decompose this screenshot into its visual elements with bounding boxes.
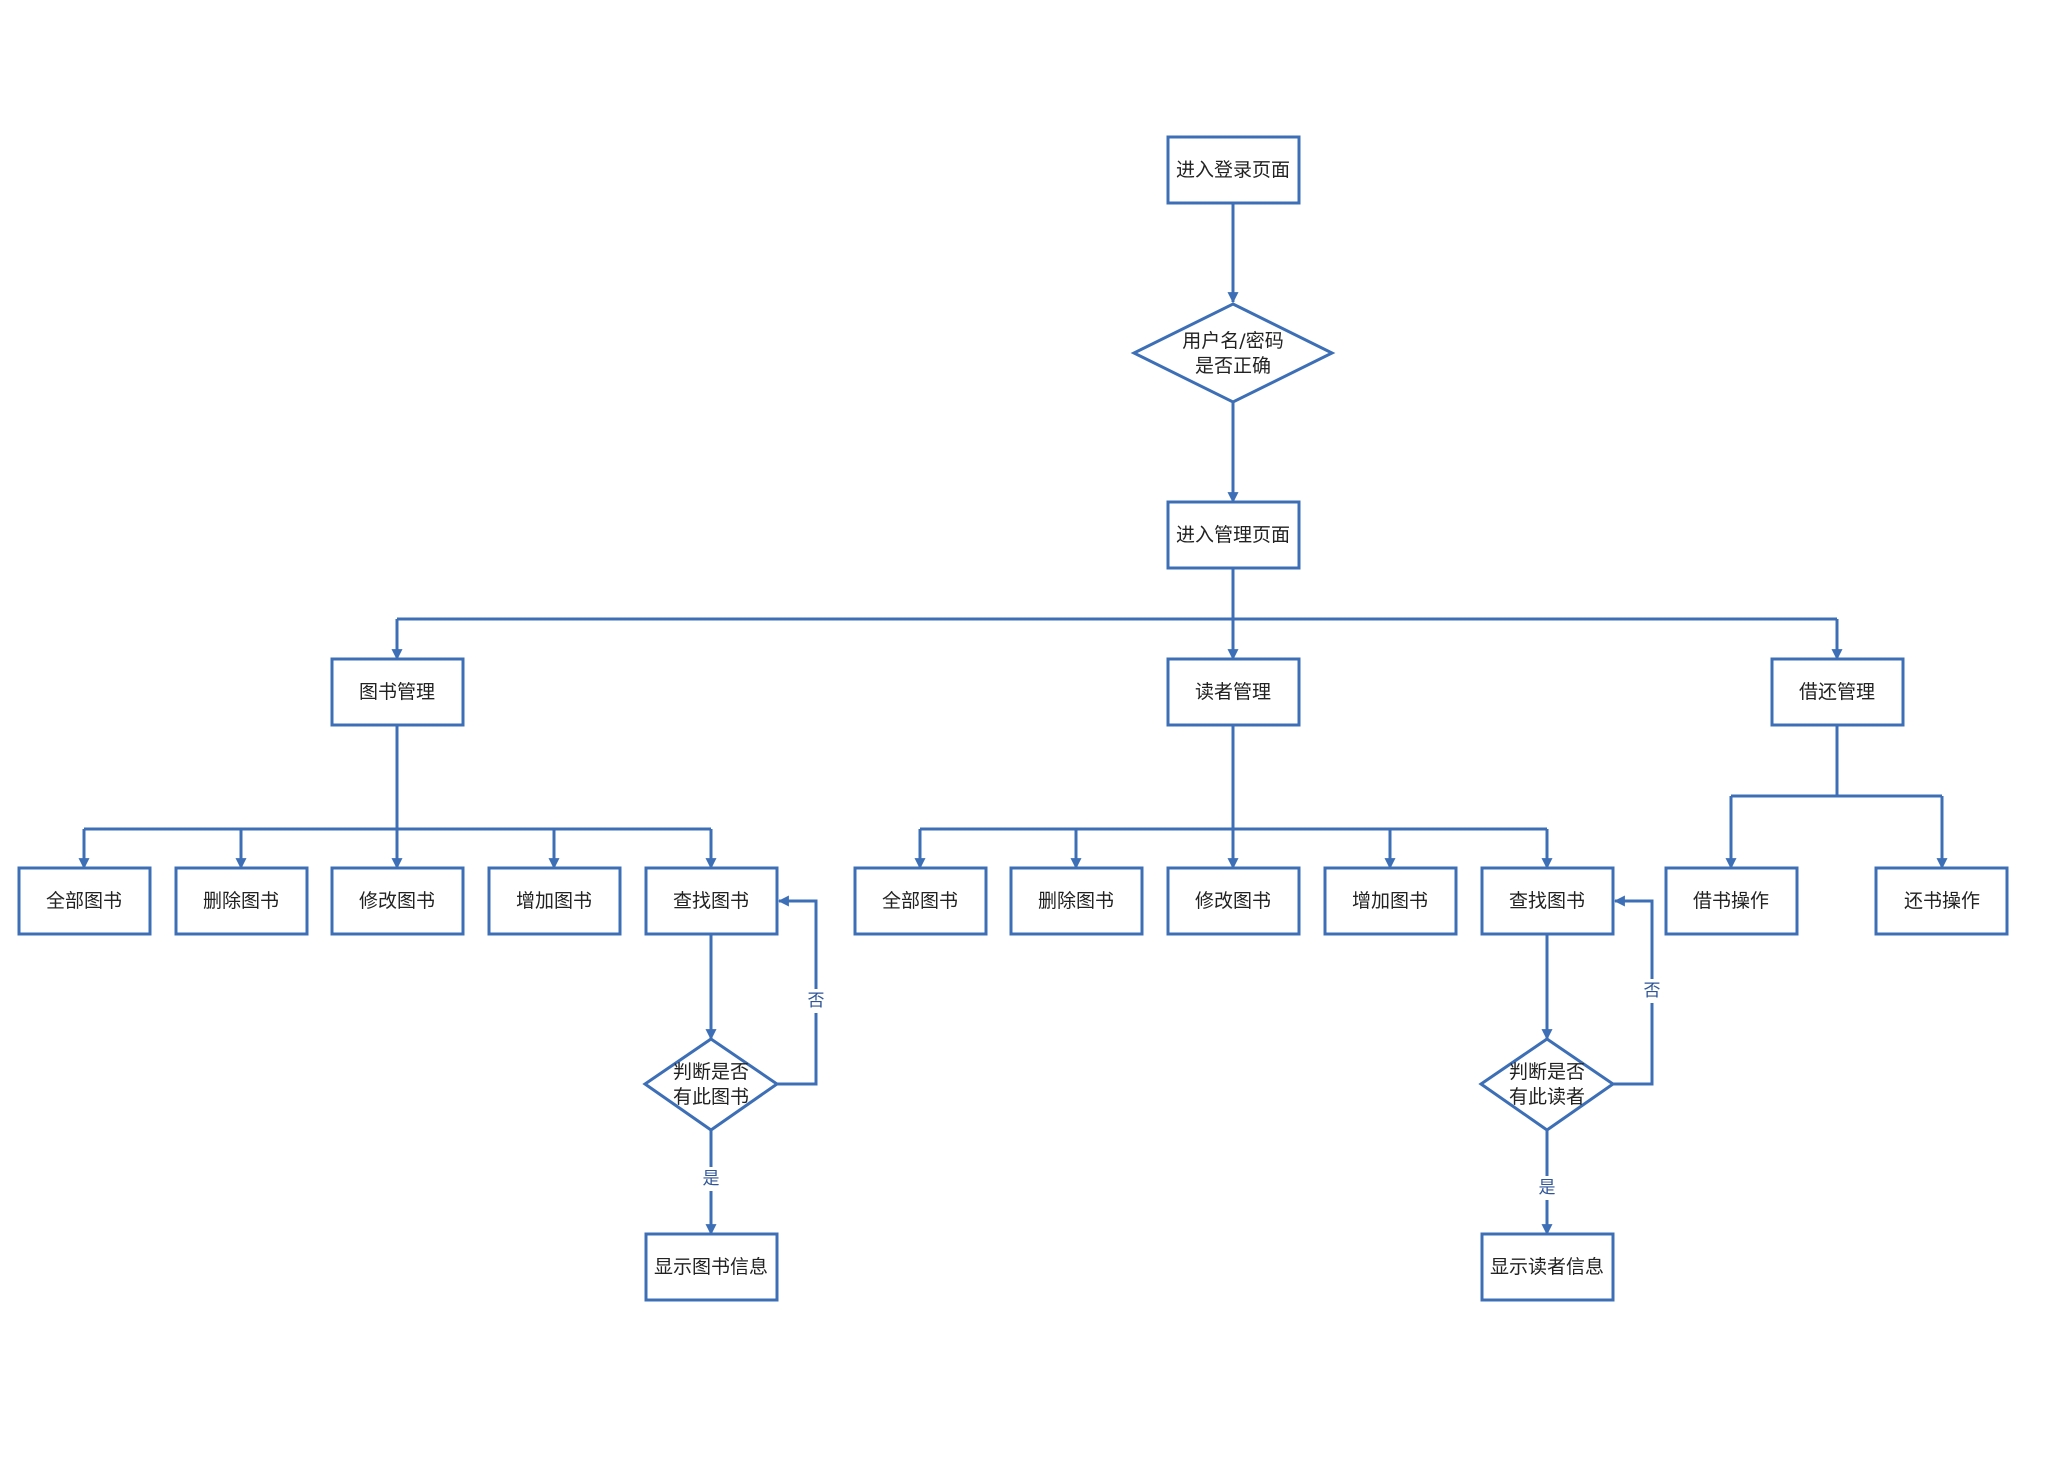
node-reader-search-box [1480,866,1615,936]
node-book-all-box [17,866,152,936]
node-credentials-check: 用户名/密码 是否正确 [1130,302,1336,404]
node-admin-page: 进入管理页面 [1166,500,1301,570]
node-book-modify-box [330,866,465,936]
nodes: 进入登录页面 用户名/密码 是否正确 进入管理页面 图书管理 读者管理 借还管理 [17,135,2009,1302]
node-show-book-info-box [644,1232,779,1302]
node-book-mgmt-box [330,657,465,727]
node-login-box [1166,135,1301,205]
edge-label-backgrounds [699,979,1664,1200]
reader-check-yes-label: 是 [1539,1178,1556,1198]
node-credentials-check-line1: 用户名/密码 [1182,330,1283,352]
node-reader-add-box [1323,866,1458,936]
node-return-op-label: 还书操作 [1904,890,1980,912]
node-reader-mgmt-label: 读者管理 [1195,681,1271,703]
node-borrow-mgmt: 借还管理 [1770,657,1905,727]
node-login-label: 进入登录页面 [1176,159,1290,181]
node-reader-check: 判断是否 有此读者 [1478,1037,1616,1132]
node-book-add-label: 增加图书 [516,890,592,912]
node-borrow-mgmt-label: 借还管理 [1799,681,1875,703]
node-book-modify-label: 修改图书 [359,890,435,912]
node-return-op: 还书操作 [1874,866,2009,936]
node-reader-search-label: 查找图书 [1509,890,1585,912]
node-book-search: 查找图书 [644,866,779,936]
node-login: 进入登录页面 [1166,135,1301,205]
node-reader-modify: 修改图书 [1166,866,1301,936]
edge-labels: 否 否 是 是 [703,981,1661,1198]
node-reader-delete-label: 删除图书 [1038,890,1114,912]
node-reader-delete: 删除图书 [1009,866,1144,936]
node-book-mgmt: 图书管理 [330,657,465,727]
node-reader-search: 查找图书 [1480,866,1615,936]
node-borrow-op-box [1664,866,1799,936]
node-book-modify: 修改图书 [330,866,465,936]
node-reader-all-box [853,866,988,936]
node-book-all-label: 全部图书 [46,890,122,912]
node-credentials-check-diamond [1130,302,1336,404]
node-reader-modify-label: 修改图书 [1195,890,1271,912]
node-reader-mgmt: 读者管理 [1166,657,1301,727]
node-show-book-info-label: 显示图书信息 [654,1256,768,1278]
reader-check-no-label: 否 [1644,981,1661,1001]
connectors [78,203,1948,1236]
node-show-reader-info: 显示读者信息 [1480,1232,1615,1302]
node-return-op-box [1874,866,2009,936]
node-reader-all: 全部图书 [853,866,988,936]
book-check-no-label: 否 [808,991,825,1011]
node-credentials-check-line2: 是否正确 [1195,355,1271,377]
node-borrow-op: 借书操作 [1664,866,1799,936]
node-reader-mgmt-box [1166,657,1301,727]
node-show-reader-info-box [1480,1232,1615,1302]
node-book-add-box [487,866,622,936]
node-show-reader-info-label: 显示读者信息 [1490,1256,1604,1278]
node-reader-check-line2: 有此读者 [1509,1086,1585,1108]
node-book-delete-label: 删除图书 [203,890,279,912]
node-reader-check-diamond [1478,1037,1616,1132]
node-book-add: 增加图书 [487,866,622,936]
node-reader-add: 增加图书 [1323,866,1458,936]
node-book-delete-box [174,866,309,936]
node-book-check-line1: 判断是否 [673,1061,749,1083]
node-reader-delete-box [1009,866,1144,936]
node-book-delete: 删除图书 [174,866,309,936]
node-reader-check-line1: 判断是否 [1509,1061,1585,1083]
node-reader-all-label: 全部图书 [882,890,958,912]
node-book-mgmt-label: 图书管理 [359,681,435,703]
node-reader-add-label: 增加图书 [1352,890,1428,912]
node-book-all: 全部图书 [17,866,152,936]
node-reader-modify-box [1166,866,1301,936]
node-borrow-op-label: 借书操作 [1693,890,1769,912]
node-show-book-info: 显示图书信息 [644,1232,779,1302]
node-book-search-label: 查找图书 [673,890,749,912]
node-book-check: 判断是否 有此图书 [642,1037,780,1132]
node-book-check-diamond [642,1037,780,1132]
node-admin-page-box [1166,500,1301,570]
node-admin-page-label: 进入管理页面 [1176,524,1290,546]
node-book-check-line2: 有此图书 [673,1086,749,1108]
node-book-search-box [644,866,779,936]
node-borrow-mgmt-box [1770,657,1905,727]
book-check-yes-label: 是 [703,1169,720,1189]
